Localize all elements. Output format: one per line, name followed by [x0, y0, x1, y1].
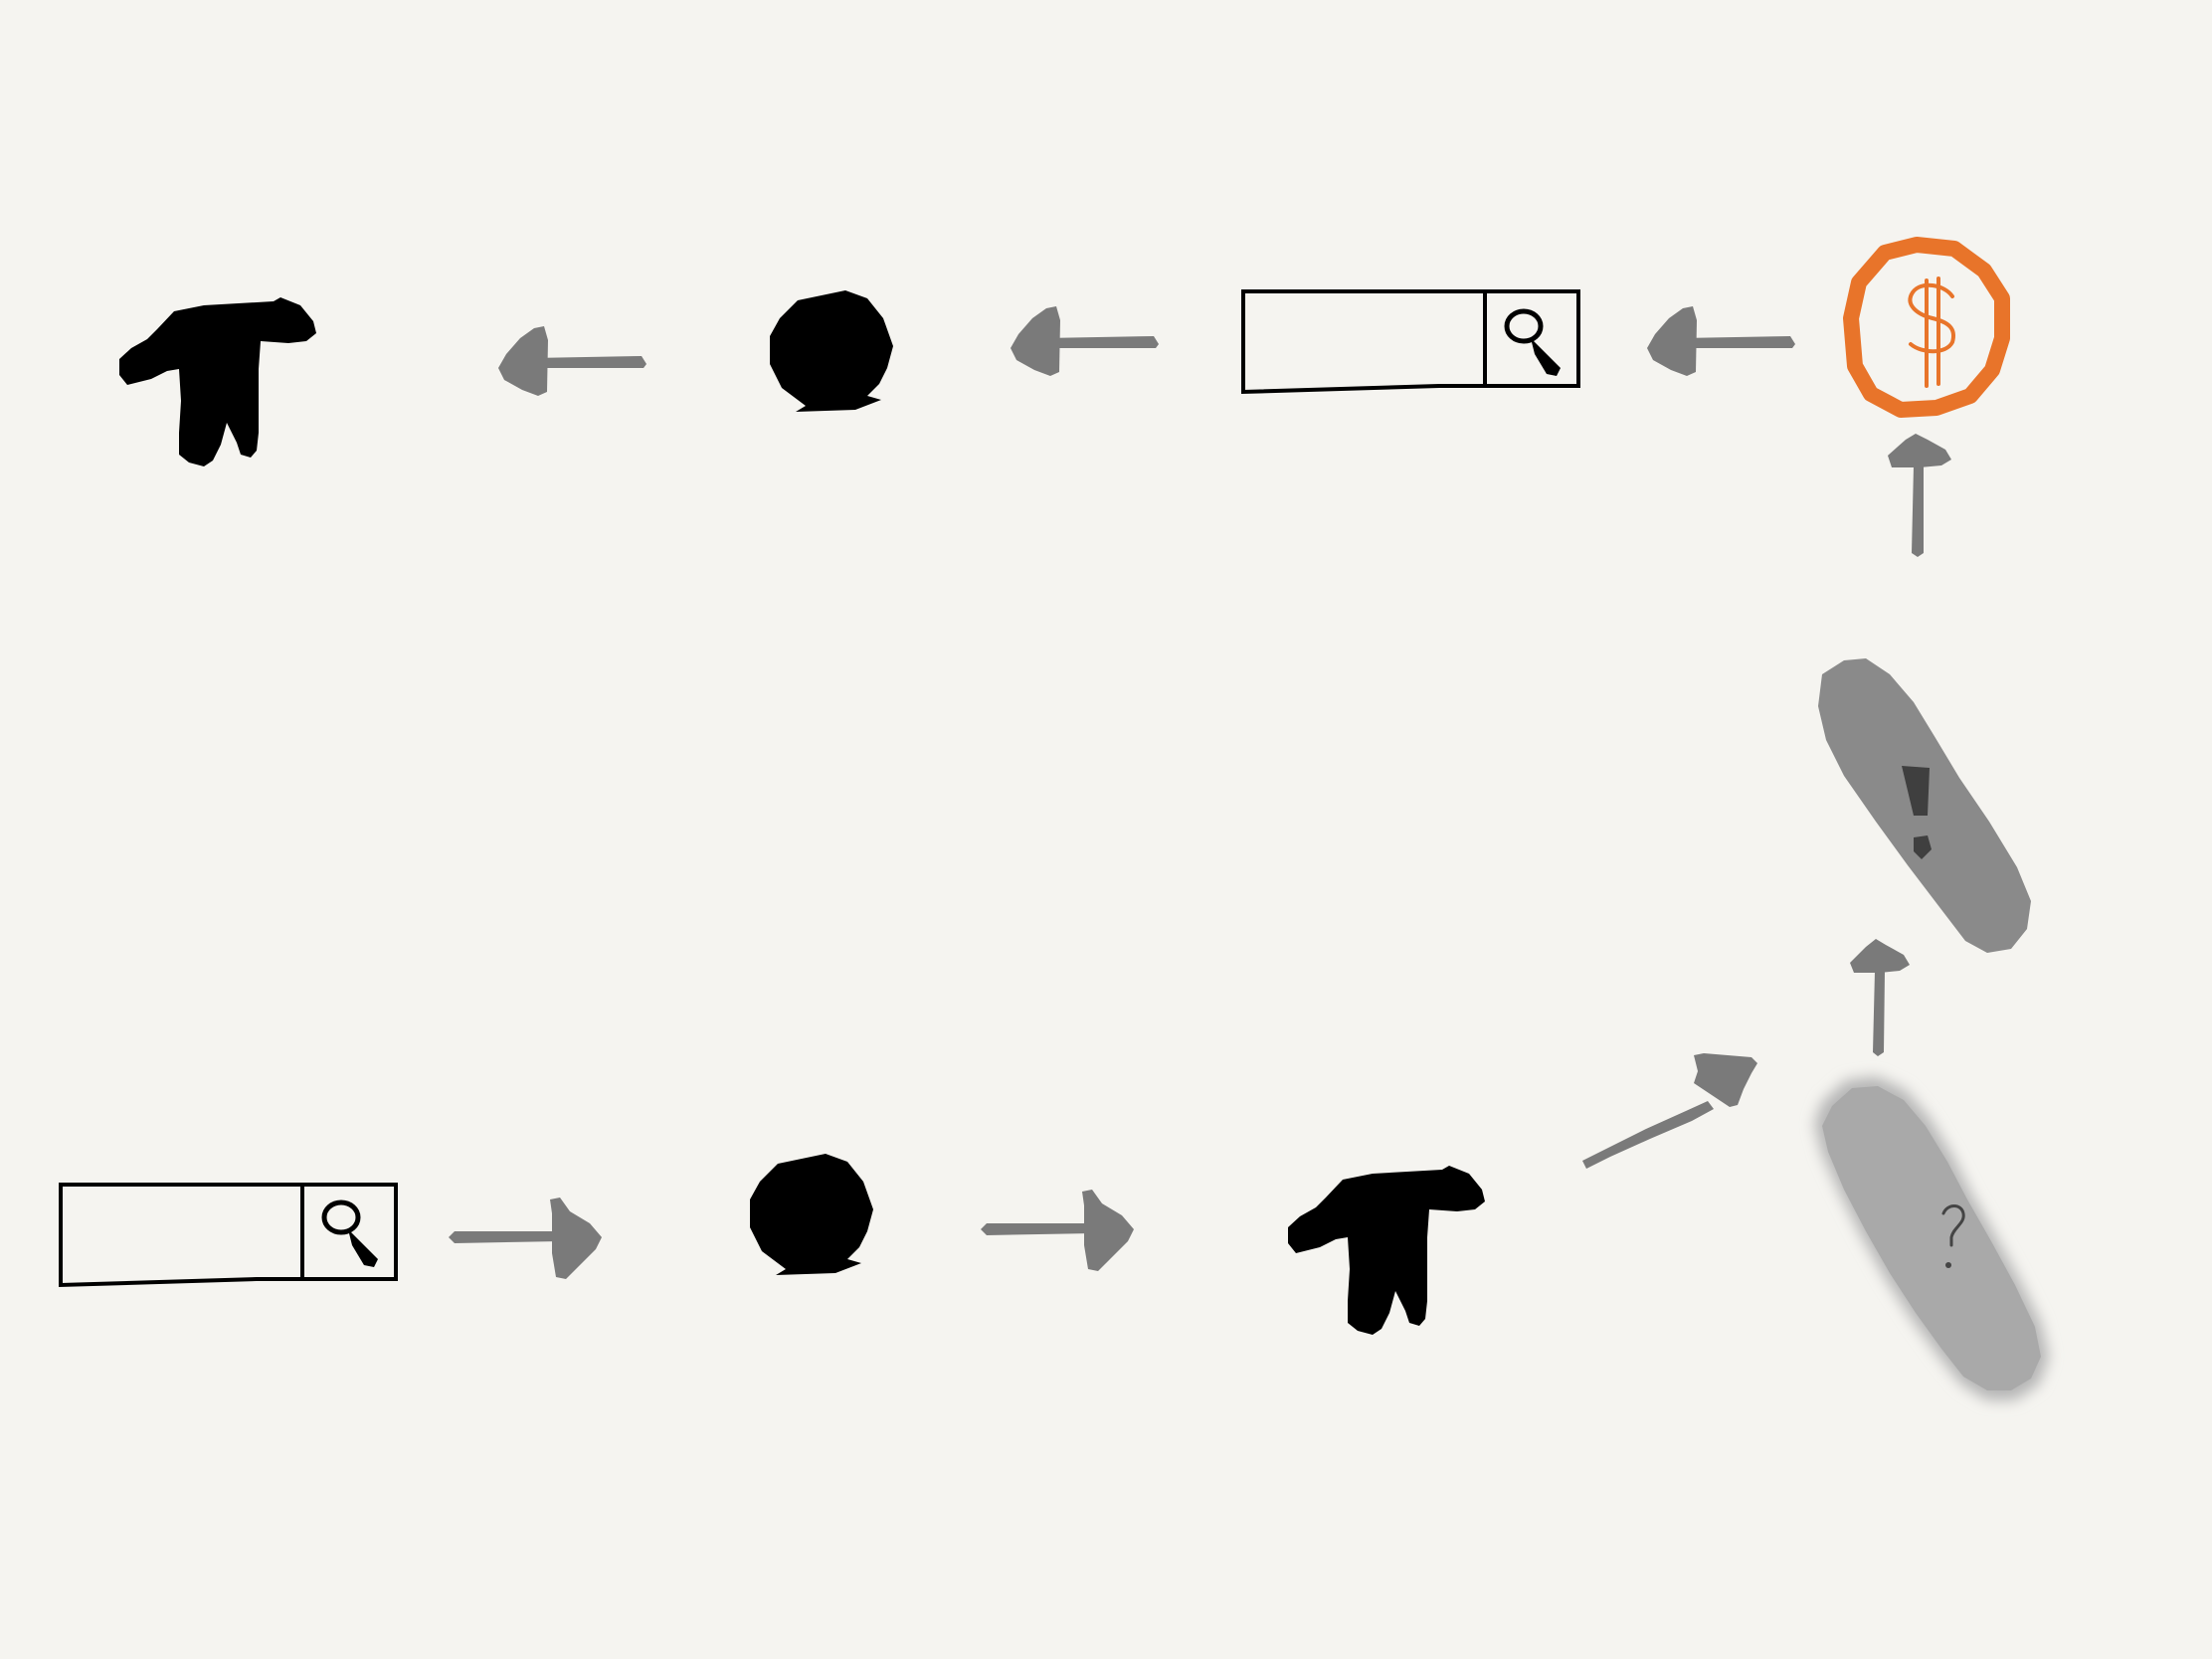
arrow-right-icon: [443, 1194, 607, 1283]
question-pill: [1802, 1066, 2071, 1424]
arrow-up-icon: [1880, 430, 1959, 559]
arrow-left-icon: [1005, 300, 1164, 380]
search-box[interactable]: [58, 1182, 401, 1288]
arrow-left-icon: [492, 320, 651, 400]
search-icon: [321, 1199, 378, 1267]
search-icon: [1504, 308, 1561, 376]
shirt-icon: [1278, 1162, 1497, 1341]
search-box[interactable]: [1240, 288, 1583, 395]
arrow-left-icon: [1641, 300, 1800, 380]
dollar-coin: [1843, 237, 2014, 418]
arrow-right-icon: [975, 1186, 1139, 1275]
circle-icon: [756, 288, 905, 428]
circle-icon: [736, 1152, 885, 1291]
shirt-icon: [109, 293, 328, 472]
question-icon: [1941, 1204, 1965, 1247]
exclamation-pill: [1810, 654, 2039, 958]
arrow-diagonal-icon: [1576, 1049, 1765, 1174]
dollar-icon: [1908, 276, 1955, 388]
arrow-up-icon: [1842, 935, 1922, 1059]
